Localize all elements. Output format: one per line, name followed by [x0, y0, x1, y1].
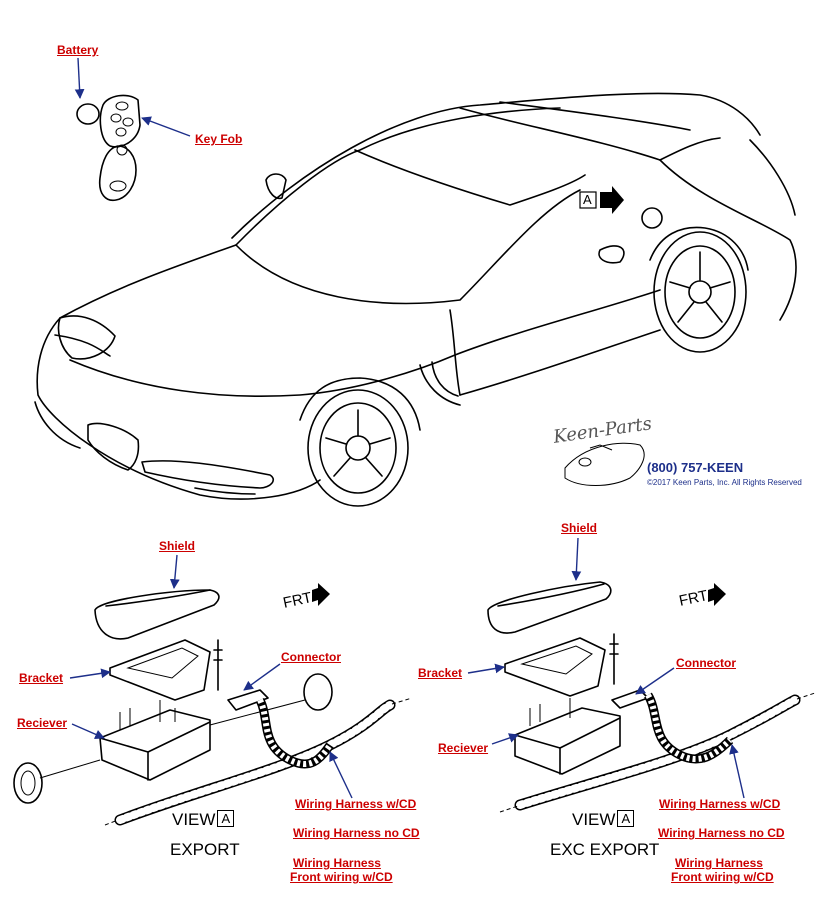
shield-label-right[interactable]: Shield [561, 521, 598, 535]
connector-label-left[interactable]: Connector [281, 650, 341, 664]
phone-number: (800) 757-KEEN [647, 460, 744, 475]
harness-front-label-right-line1[interactable]: Wiring Harness [675, 856, 763, 870]
exc-export-caption: EXC EXPORT [550, 840, 660, 859]
leader-arrows [69, 57, 745, 799]
view-a-callout: A [583, 192, 592, 207]
copyright-text: ©2017 Keen Parts, Inc. All Rights Reserv… [647, 478, 802, 487]
corvette-illustration [34, 92, 797, 507]
harness-nocd-label-left[interactable]: Wiring Harness no CD [293, 826, 420, 840]
receiver-label-right[interactable]: Reciever [438, 741, 489, 755]
harness-front-label-left-line2[interactable]: Front wiring w/CD [290, 870, 393, 884]
view-label-left: VIEW [172, 810, 216, 829]
export-assembly [13, 583, 413, 826]
shield-label-left[interactable]: Shield [159, 539, 196, 553]
exc-export-assembly [487, 581, 816, 813]
key-fob-label[interactable]: Key Fob [195, 132, 243, 146]
harness-wcd-label-right[interactable]: Wiring Harness w/CD [659, 797, 781, 811]
key-fob-illustration [76, 94, 141, 202]
battery-label[interactable]: Battery [57, 43, 99, 57]
keen-parts-logo [564, 442, 645, 486]
harness-wcd-label-left[interactable]: Wiring Harness w/CD [295, 797, 417, 811]
view-box-letter-right: A [617, 810, 635, 827]
view-label-right: VIEW [572, 810, 616, 829]
harness-nocd-label-right[interactable]: Wiring Harness no CD [658, 826, 785, 840]
harness-front-label-left-line1[interactable]: Wiring Harness [293, 856, 381, 870]
bracket-label-left[interactable]: Bracket [19, 671, 64, 685]
connector-label-right[interactable]: Connector [676, 656, 736, 670]
receiver-label-left[interactable]: Reciever [17, 716, 68, 730]
harness-front-label-right-line2[interactable]: Front wiring w/CD [671, 870, 774, 884]
bracket-label-right[interactable]: Bracket [418, 666, 463, 680]
view-box-letter-left: A [217, 810, 235, 827]
export-caption: EXPORT [170, 840, 240, 859]
